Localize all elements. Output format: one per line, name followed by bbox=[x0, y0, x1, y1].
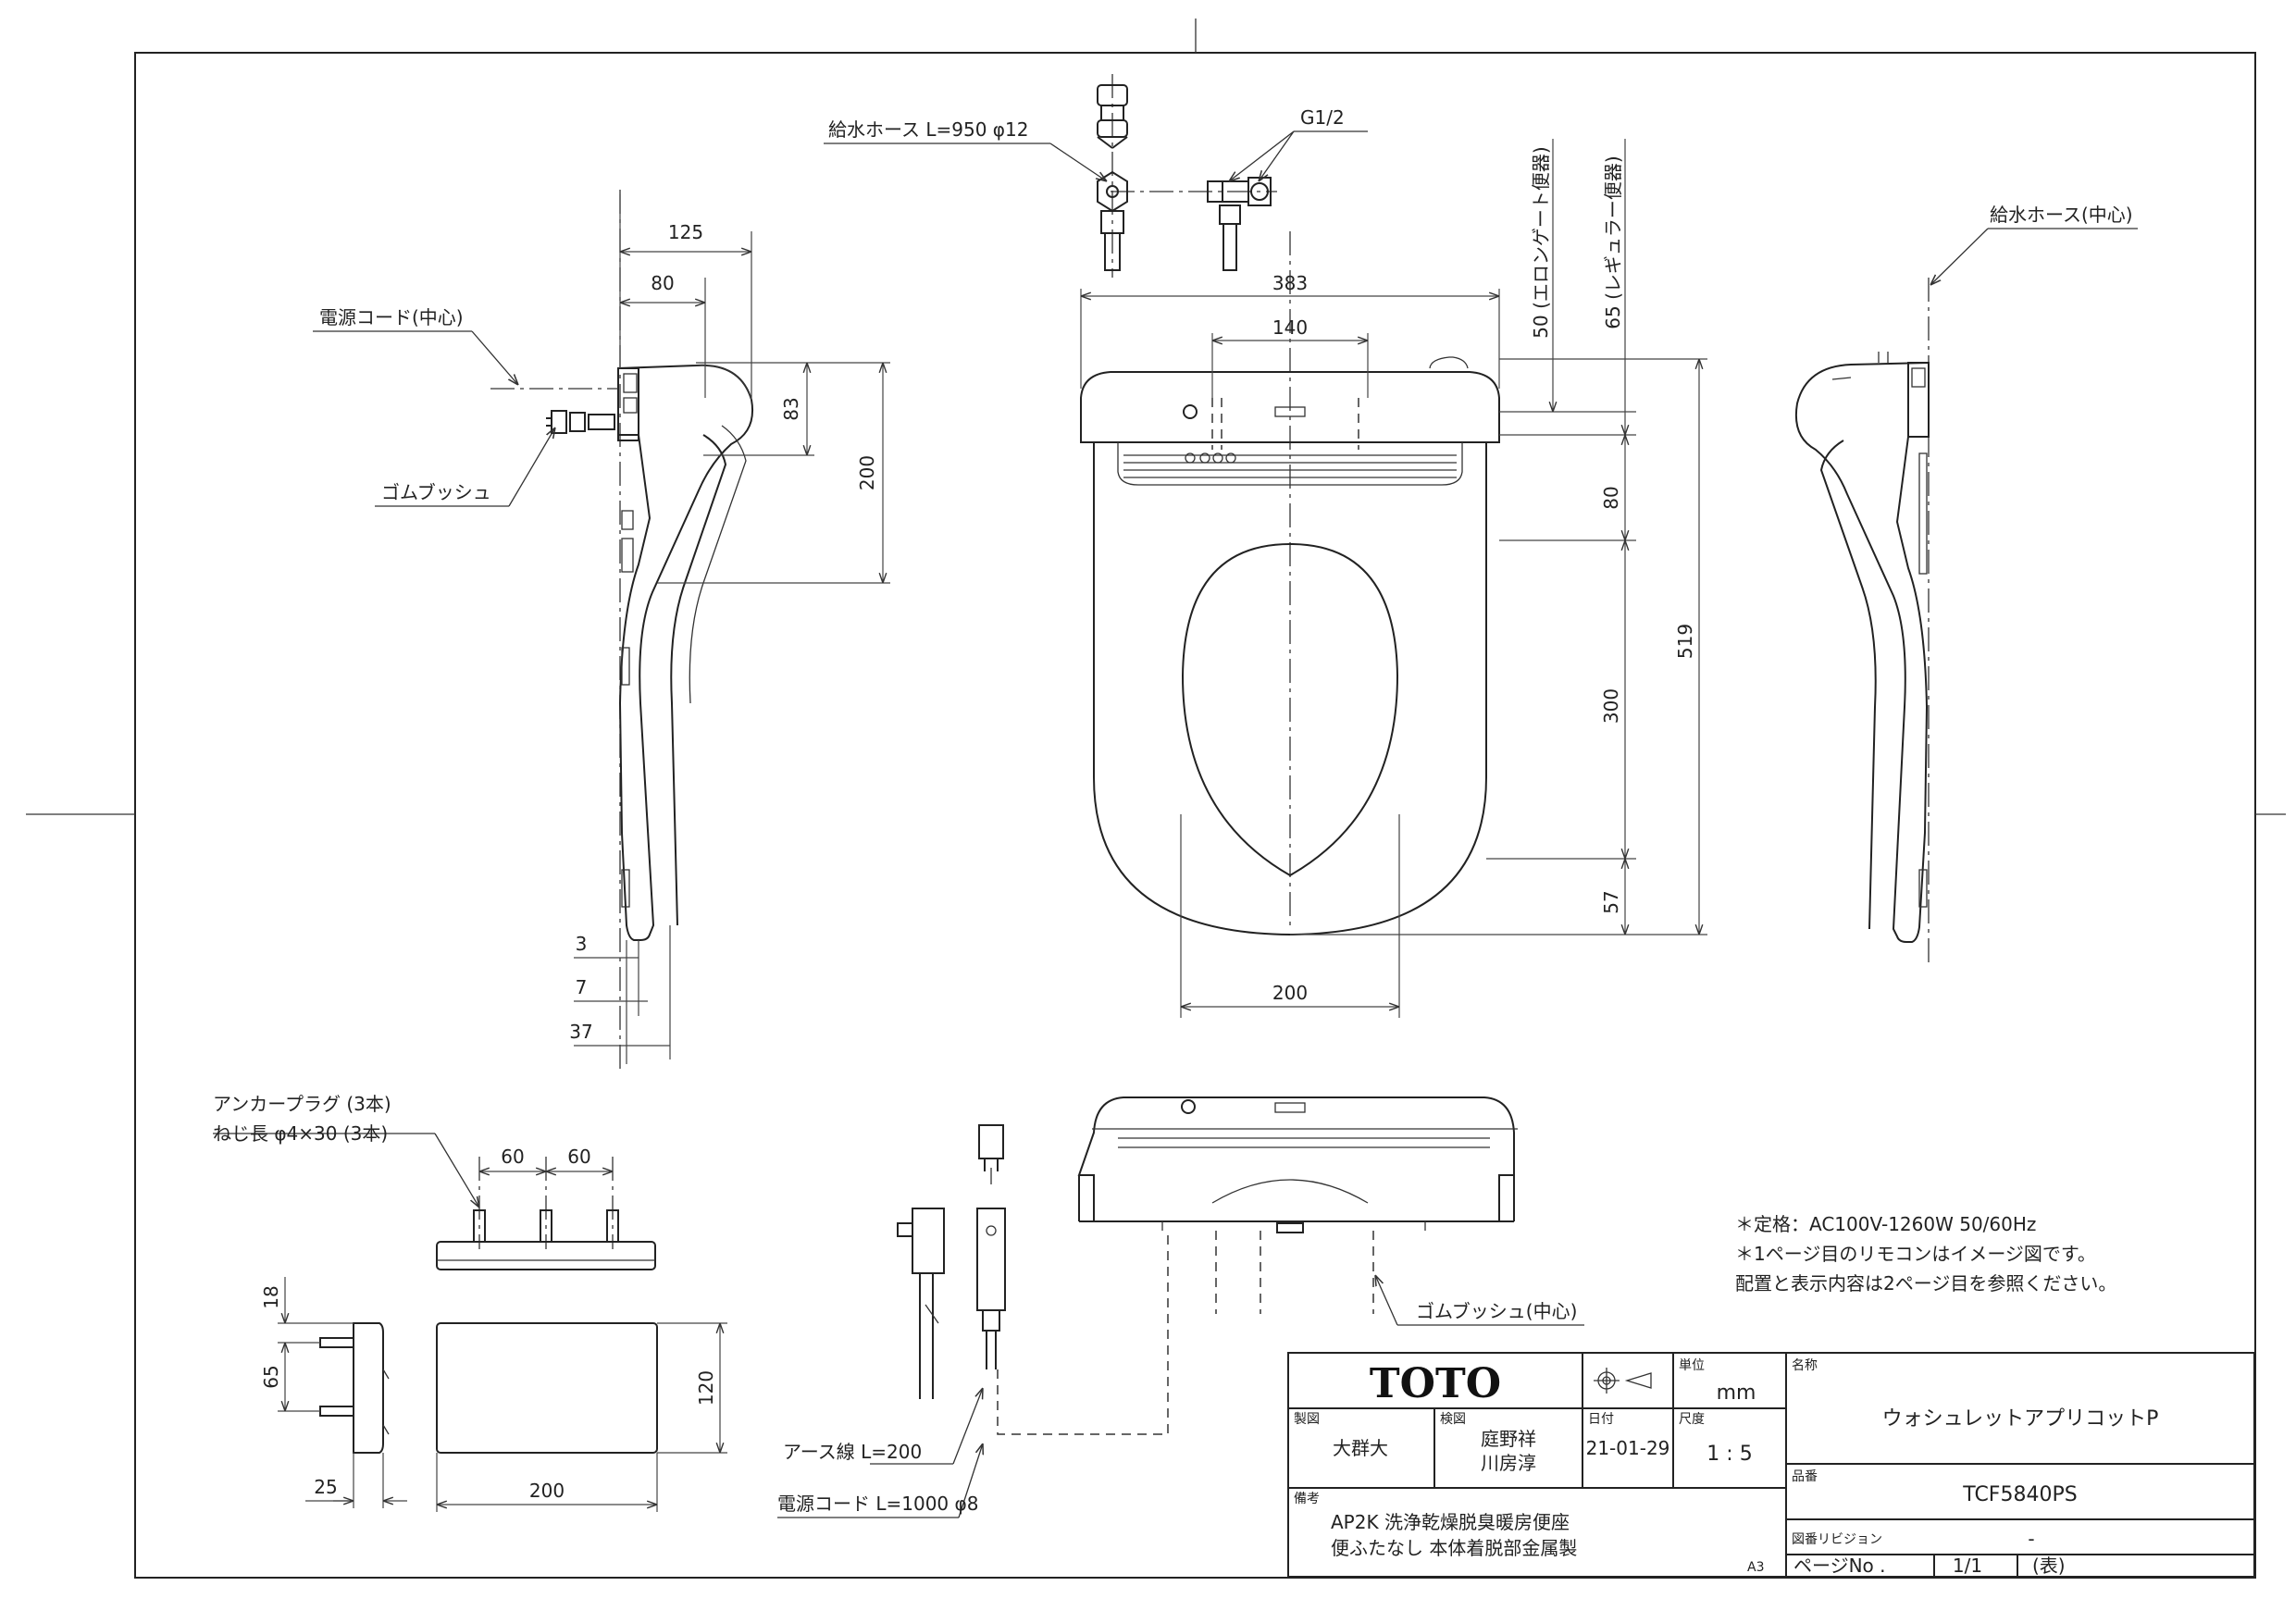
cords: アース線 L=200 電源コード L=1000 φ8 ゴムブッシュ(中心) bbox=[777, 1124, 1584, 1518]
label-anchor-plug: アンカープラグ (3本) bbox=[213, 1093, 391, 1115]
drawn-label: 製図 bbox=[1294, 1412, 1320, 1427]
dim-200-bracket: 200 bbox=[529, 1480, 565, 1502]
part-number: TCF5840PS bbox=[1962, 1483, 2077, 1506]
drawing-border bbox=[134, 52, 2256, 1579]
front-view bbox=[1080, 231, 1500, 936]
checked-label: 検図 bbox=[1440, 1412, 1466, 1427]
dim-25: 25 bbox=[314, 1476, 337, 1498]
scale-label: 尺度 bbox=[1679, 1412, 1705, 1427]
dim-65-bracket: 65 bbox=[260, 1365, 282, 1388]
unit-label: 単位 bbox=[1679, 1358, 1705, 1373]
sheet-size: A3 bbox=[1747, 1560, 1764, 1575]
dim-60-a: 60 bbox=[501, 1146, 524, 1168]
left-view-dimensions: 125 80 83 200 3 7 37 bbox=[569, 194, 890, 1064]
dim-140: 140 bbox=[1272, 316, 1308, 339]
remarks-label: 備考 bbox=[1294, 1492, 1320, 1506]
product-name: ウォシュレットアプリコットP bbox=[1882, 1407, 2159, 1431]
label-supply-hose-center: 給水ホース(中心) bbox=[1990, 204, 2133, 226]
right-view-callout: 給水ホース(中心) bbox=[1930, 204, 2138, 285]
label-regular: 65 (レギュラー便器) bbox=[1602, 155, 1624, 328]
dim-83: 83 bbox=[780, 397, 802, 420]
toto-logo: TOTO bbox=[1370, 1360, 1501, 1407]
dim-80-top: 80 bbox=[651, 272, 674, 294]
page-number: 1/1 bbox=[1953, 1555, 1982, 1577]
bottom-front-view bbox=[1077, 1096, 1518, 1314]
remarks-line-1: AP2K 洗浄乾燥脱臭暖房便座 bbox=[1331, 1511, 1570, 1533]
page-label: ページNo . bbox=[1793, 1555, 1886, 1577]
label-rubber-bush-center: ゴムブッシュ(中心) bbox=[1416, 1300, 1577, 1322]
supply-hose-assembly bbox=[1097, 74, 1277, 278]
dim-80-right: 80 bbox=[1600, 486, 1622, 509]
dim-120: 120 bbox=[695, 1370, 717, 1406]
dim-18: 18 bbox=[260, 1285, 282, 1308]
front-view-dimensions: 383 140 200 bbox=[1080, 272, 1500, 1018]
scale-value: 1 : 5 bbox=[1706, 1443, 1752, 1466]
dim-57: 57 bbox=[1600, 890, 1622, 913]
revision-value: - bbox=[2028, 1528, 2034, 1550]
dim-200-bottom: 200 bbox=[1272, 982, 1308, 1004]
dim-383: 383 bbox=[1272, 272, 1308, 294]
right-side-view bbox=[1795, 278, 1930, 962]
page-side: (表) bbox=[2032, 1555, 2066, 1577]
note-remote: ＊1ページ目のリモコンはイメージ図です。 bbox=[1735, 1243, 2096, 1265]
dim-300: 300 bbox=[1600, 688, 1622, 724]
label-screw-length: ねじ長 φ4×30 (3本) bbox=[213, 1122, 388, 1145]
vertical-dimensions: 50 (エロンゲート便器) 65 (レギュラー便器) 80 300 57 519 bbox=[1290, 139, 1707, 935]
label-rubber-bush: ゴムブッシュ bbox=[381, 481, 491, 503]
left-side-view bbox=[490, 190, 753, 1073]
projection-symbol bbox=[1594, 1368, 1652, 1394]
date-value: 21-01-29 bbox=[1586, 1437, 1670, 1459]
remarks-line-2: 便ふたなし 本体着脱部金属製 bbox=[1331, 1537, 1577, 1559]
spec-notes: ＊定格：AC100V-1260W 50/60Hz ＊1ページ目のリモコンはイメー… bbox=[1735, 1213, 2116, 1295]
label-supply-hose: 給水ホース L=950 φ12 bbox=[828, 118, 1028, 141]
title-block: TOTO 単位 mm 名称 ウォシュレットアプリコットP 製図 大群大 検図 庭… bbox=[1287, 1352, 2255, 1578]
dim-7: 7 bbox=[576, 976, 588, 998]
anchor-plate-views: 60 60 18 65 25 120 200 アンカープラグ (3本) ねじ長 bbox=[213, 1093, 727, 1512]
note-layout: 配置と表示内容は2ページ目を参照ください。 bbox=[1735, 1272, 2116, 1295]
dim-37: 37 bbox=[569, 1021, 592, 1043]
unit-value: mm bbox=[1717, 1381, 1756, 1405]
front-view-callouts: 給水ホース L=950 φ12 G1/2 bbox=[824, 106, 1368, 181]
checked-by-2: 川房淳 bbox=[1481, 1452, 1536, 1474]
name-label: 名称 bbox=[1792, 1358, 1818, 1373]
drawn-by: 大群大 bbox=[1333, 1437, 1388, 1459]
revision-label: 図番リビジョン bbox=[1792, 1532, 1882, 1547]
dim-60-b: 60 bbox=[567, 1146, 590, 1168]
dim-200-side: 200 bbox=[856, 455, 878, 490]
dim-519: 519 bbox=[1674, 624, 1696, 659]
date-label: 日付 bbox=[1588, 1412, 1614, 1427]
left-view-callouts: 電源コード(中心) ゴムブッシュ bbox=[313, 306, 555, 507]
dim-125: 125 bbox=[668, 221, 703, 243]
label-power-cord: 電源コード L=1000 φ8 bbox=[777, 1493, 978, 1515]
dim-3: 3 bbox=[576, 933, 588, 955]
checked-by-1: 庭野祥 bbox=[1481, 1428, 1536, 1450]
note-rating: ＊定格：AC100V-1260W 50/60Hz bbox=[1735, 1213, 2036, 1235]
label-elongated: 50 (エロンゲート便器) bbox=[1530, 146, 1552, 338]
label-g12: G1/2 bbox=[1300, 106, 1345, 129]
label-earth-wire: アース線 L=200 bbox=[783, 1441, 922, 1463]
label-power-cord-center: 電源コード(中心) bbox=[319, 306, 464, 328]
part-label: 品番 bbox=[1792, 1469, 1818, 1484]
